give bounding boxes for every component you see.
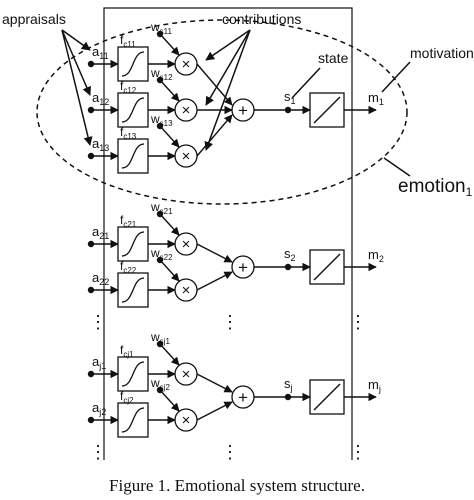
emotion-1-boundary	[36, 19, 408, 205]
contributions-callout: contributions	[204, 11, 301, 151]
sigmoid-curve	[121, 143, 145, 169]
transfer-function-label: fc12	[120, 79, 137, 95]
sigmoid-curve	[121, 361, 145, 387]
emotion-label: emotion1	[398, 176, 473, 199]
appraisal-label: a13	[92, 136, 109, 153]
weight-label: ws12	[150, 66, 173, 82]
motivation-output-label: mj	[368, 377, 381, 394]
multiply-symbol: ×	[182, 366, 191, 383]
more-outputs-ellipsis: ⋮	[349, 312, 367, 332]
weight-label: ws21	[150, 200, 173, 216]
multiply-symbol: ×	[182, 102, 191, 119]
appraisals-label: appraisals	[2, 11, 66, 27]
emotion-group: aj1 fcj1 × wsj1 aj2 fcj2 × wsj2 + sj mj ⋮ ⋮ ⋮	[87, 330, 381, 460]
node-dot	[284, 263, 292, 271]
emotion-group: a11 fc11 × ws11 a12 fc12 × ws12 a13 fc13 × ws13 + s1 m…	[87, 20, 384, 174]
transfer-function-label: fcj1	[120, 343, 134, 359]
appraisal-label: a12	[92, 90, 109, 107]
multiply-symbol: ×	[182, 148, 191, 165]
sigmoid-curve	[121, 277, 145, 303]
state-node-label: s1	[284, 89, 296, 106]
emotion-callout: emotion1	[383, 157, 473, 199]
appraisal-row: a12 fc12 × ws12	[87, 66, 233, 128]
appraisal-label: a11	[92, 44, 109, 61]
transfer-function-label: fc13	[120, 125, 137, 141]
emotion-groups: a11 fc11 × ws11 a12 fc12 × ws12 a13 fc13 × ws13 + s1 m…	[87, 20, 384, 460]
more-appraisals-ellipsis: ⋮	[89, 312, 107, 332]
appraisal-label: aj1	[92, 354, 106, 371]
sum-symbol: +	[238, 101, 248, 120]
appraisal-row: a11 fc11 × ws11	[87, 20, 233, 106]
sigmoid-curve	[121, 231, 145, 257]
appraisal-row: aj2 fcj2 × wsj2	[87, 376, 233, 438]
weight-label: ws11	[150, 20, 173, 36]
motivation-label: motivation	[410, 45, 474, 61]
more-contributions-ellipsis: ⋮	[221, 442, 239, 460]
multiply-symbol: ×	[182, 236, 191, 253]
weight-label: wsj2	[150, 376, 170, 392]
state-node-label: s2	[284, 246, 296, 263]
node-dot	[284, 393, 292, 401]
emotion-group: a21 fc21 × ws21 a22 fc22 × ws22 + s2 m2 ⋮ ⋮ ⋮	[87, 200, 384, 332]
more-outputs-ellipsis: ⋮	[349, 442, 367, 460]
sigmoid-curve	[121, 51, 145, 77]
motivation-output-label: m2	[368, 247, 384, 264]
sigmoid-curve	[121, 407, 145, 433]
appraisal-row: a22 fc22 × ws22	[87, 246, 233, 308]
state-callout: state	[291, 50, 349, 99]
appraisal-row: a21 fc21 × ws21	[87, 200, 233, 263]
sum-symbol: +	[238, 388, 248, 407]
sigmoid-curve	[121, 97, 145, 123]
weight-label: ws22	[150, 246, 173, 262]
appraisal-label: aj2	[92, 400, 106, 417]
multiply-symbol: ×	[182, 56, 191, 73]
state-label: state	[318, 50, 349, 66]
contributions-label: contributions	[222, 11, 301, 27]
multiply-symbol: ×	[182, 412, 191, 429]
linear-symbol	[313, 253, 341, 281]
appraisal-row: a13 fc13 × ws13	[87, 112, 233, 174]
motivation-callout: motivation	[381, 45, 474, 93]
transfer-function-label: fc21	[120, 213, 137, 229]
motivation-output-label: m1	[368, 90, 384, 107]
appraisals-callout: appraisals	[2, 11, 93, 146]
transfer-function-label: fcj2	[120, 389, 134, 405]
appraisal-row: aj1 fcj1 × wsj1	[87, 330, 233, 393]
state-node-label: sj	[284, 376, 293, 393]
system-frame	[103, 7, 353, 460]
sum-symbol: +	[238, 258, 248, 277]
weight-label: ws13	[150, 112, 173, 128]
more-contributions-ellipsis: ⋮	[221, 312, 239, 332]
multiply-symbol: ×	[182, 282, 191, 299]
node-dot	[284, 106, 292, 114]
appraisal-label: a21	[92, 224, 109, 241]
linear-symbol	[313, 96, 341, 124]
emotional-system-diagram: a11 fc11 × ws11 a12 fc12 × ws12 a13 fc13 × ws13 + s1 m…	[2, 7, 474, 460]
transfer-function-label: fc22	[120, 259, 137, 275]
more-appraisals-ellipsis: ⋮	[89, 442, 107, 460]
weight-label: wsj1	[150, 330, 170, 346]
transfer-function-label: fc11	[120, 33, 136, 49]
linear-symbol	[313, 383, 341, 411]
appraisal-label: a22	[92, 270, 109, 287]
figure-caption: Figure 1. Emotional system structure.	[109, 476, 365, 495]
